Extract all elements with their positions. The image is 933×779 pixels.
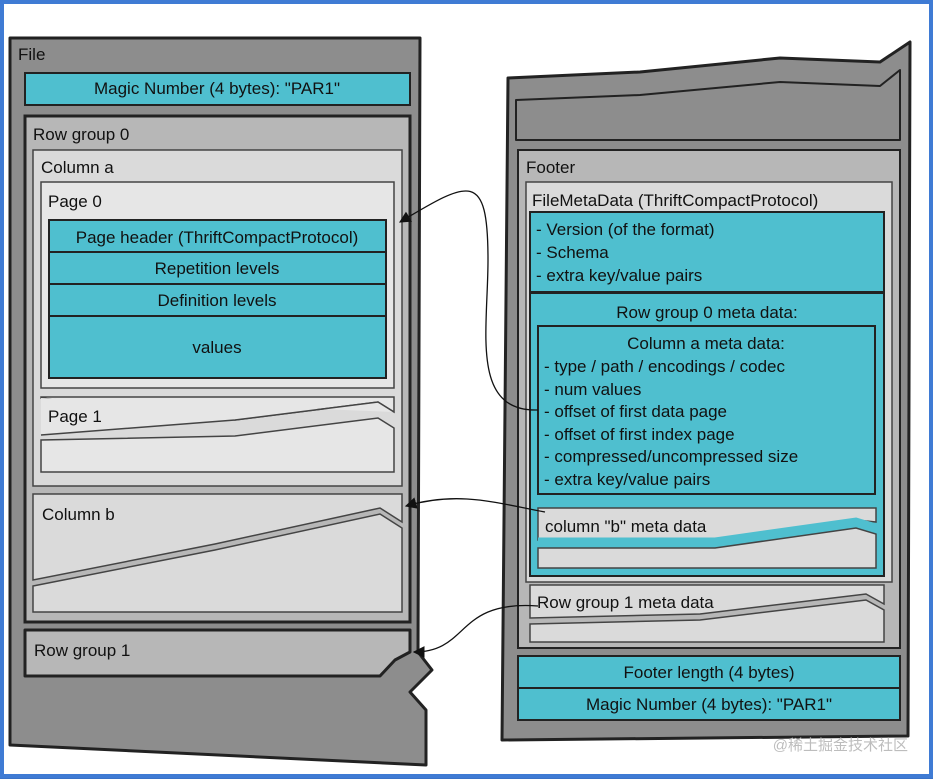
meta-kv-line: - extra key/value pairs <box>536 266 702 285</box>
column-a-meta-line-size: - compressed/uncompressed size <box>544 447 798 466</box>
meta-schema-line: - Schema <box>536 243 609 262</box>
file-meta-data-title: FileMetaData (ThriftCompactProtocol) <box>532 191 818 210</box>
column-a: Column a Page 0 Page header (ThriftCompa… <box>32 149 403 487</box>
page-0-title: Page 0 <box>48 192 102 211</box>
page-1: Page 1 <box>40 396 395 473</box>
file-magic-number: Magic Number (4 bytes): "PAR1" <box>94 79 340 98</box>
column-a-meta-line-type: - type / path / encodings / codec <box>544 357 785 376</box>
file-meta-data: FileMetaData (ThriftCompactProtocol) - V… <box>525 181 893 583</box>
file-block: File Magic Number (4 bytes): "PAR1" Row … <box>8 36 434 767</box>
repetition-levels-section: Repetition levels <box>155 259 280 278</box>
arrow-to-row-group-1 <box>412 604 539 658</box>
arrow-to-column-b <box>404 497 546 513</box>
footer-magic-number: Magic Number (4 bytes): "PAR1" <box>586 695 832 714</box>
row-group-1-title: Row group 1 <box>34 641 130 660</box>
column-a-title: Column a <box>41 158 114 177</box>
footer-section: Footer FileMetaData (ThriftCompactProtoc… <box>517 149 901 649</box>
row-group-1-meta-label: Row group 1 meta data <box>537 593 714 612</box>
arrow-to-page-0 <box>398 190 539 411</box>
column-a-meta-line-num-values: - num values <box>544 380 641 399</box>
page-1-title: Page 1 <box>48 407 102 426</box>
row-group-1-meta: Row group 1 meta data <box>529 584 885 643</box>
row-group-0-meta-title: Row group 0 meta data: <box>616 303 797 322</box>
column-b: Column b <box>32 493 403 613</box>
definition-levels-section: Definition levels <box>157 291 276 310</box>
row-group-0: Row group 0 Column a Page 0 Page header … <box>23 114 412 624</box>
column-a-meta-line-index-page: - offset of first index page <box>544 425 735 444</box>
footer-length: Footer length (4 bytes) <box>623 663 794 682</box>
column-b-title: Column b <box>42 505 115 524</box>
parquet-file-format-diagram: File Magic Number (4 bytes): "PAR1" Row … <box>8 36 912 767</box>
file-title: File <box>18 45 45 64</box>
page-header-section: Page header (ThriftCompactProtocol) <box>76 228 359 247</box>
row-group-0-meta: Row group 0 meta data: Column a meta dat… <box>529 292 885 577</box>
row-group-0-title: Row group 0 <box>33 125 129 144</box>
row-group-1: Row group 1 <box>23 628 412 678</box>
meta-version-line: - Version (of the format) <box>536 220 715 239</box>
connector-arrows <box>398 190 546 658</box>
watermark: @稀土掘金技术社区 <box>773 737 908 754</box>
page-0: Page 0 Page header (ThriftCompactProtoco… <box>40 181 395 389</box>
column-a-meta-title: Column a meta data: <box>627 334 785 353</box>
footer-title: Footer <box>526 158 575 177</box>
column-a-meta-line-kv: - extra key/value pairs <box>544 470 710 489</box>
file-tail-block: Footer FileMetaData (ThriftCompactProtoc… <box>500 40 912 742</box>
values-section: values <box>192 338 241 357</box>
column-a-meta-line-data-page: - offset of first data page <box>544 402 727 421</box>
column-b-meta-label: column "b" meta data <box>545 517 707 536</box>
